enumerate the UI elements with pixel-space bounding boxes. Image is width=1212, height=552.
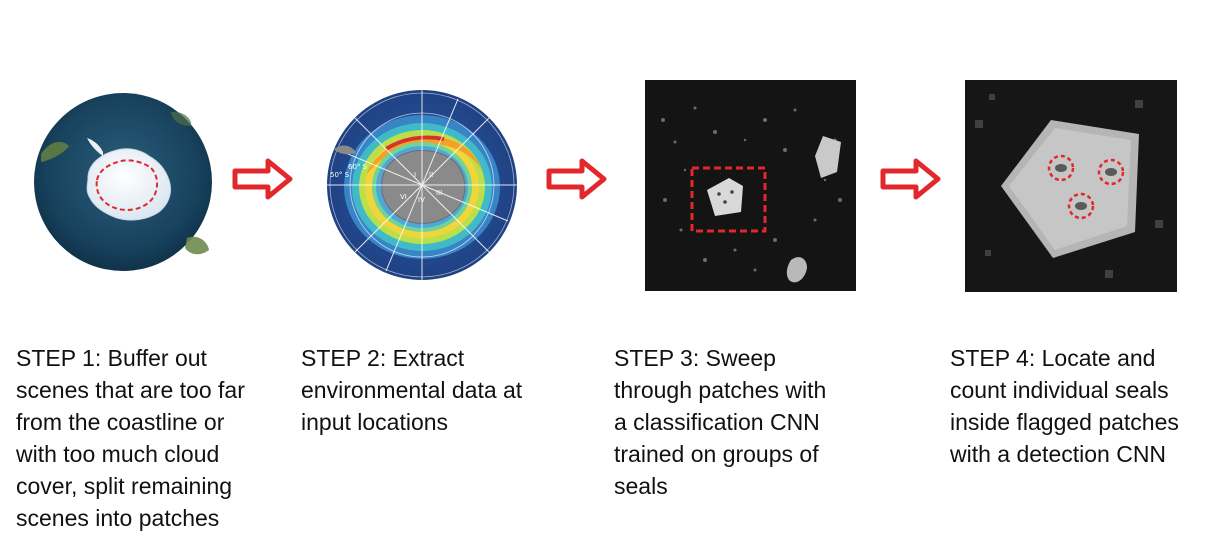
antarctica-globe-icon (34, 93, 212, 271)
step-2-caption: STEP 2: Extract environmental data at in… (301, 345, 523, 435)
latitude-label: 60° S (348, 163, 368, 171)
red-right-arrow-icon (232, 158, 293, 200)
sector-label: VI (400, 193, 407, 201)
step-3-caption: STEP 3: Sweep through patches with a cla… (614, 345, 827, 499)
red-right-arrow-icon (546, 158, 607, 200)
sector-label: II (429, 171, 433, 179)
patch-sweep-icon (645, 80, 856, 291)
environmental-map-icon: 50° S 60° S I II III IV VI (327, 90, 517, 280)
sector-label: IV (418, 196, 425, 204)
step-1-caption: STEP 1: Buffer out scenes that are too f… (16, 345, 245, 531)
red-right-arrow-icon (880, 158, 941, 200)
sector-label: III (436, 189, 442, 197)
sector-label: I (414, 171, 416, 179)
step-4-caption: STEP 4: Locate and count individual seal… (950, 345, 1179, 467)
seal-detection-icon (965, 80, 1177, 292)
latitude-label: 50° S (330, 171, 350, 179)
